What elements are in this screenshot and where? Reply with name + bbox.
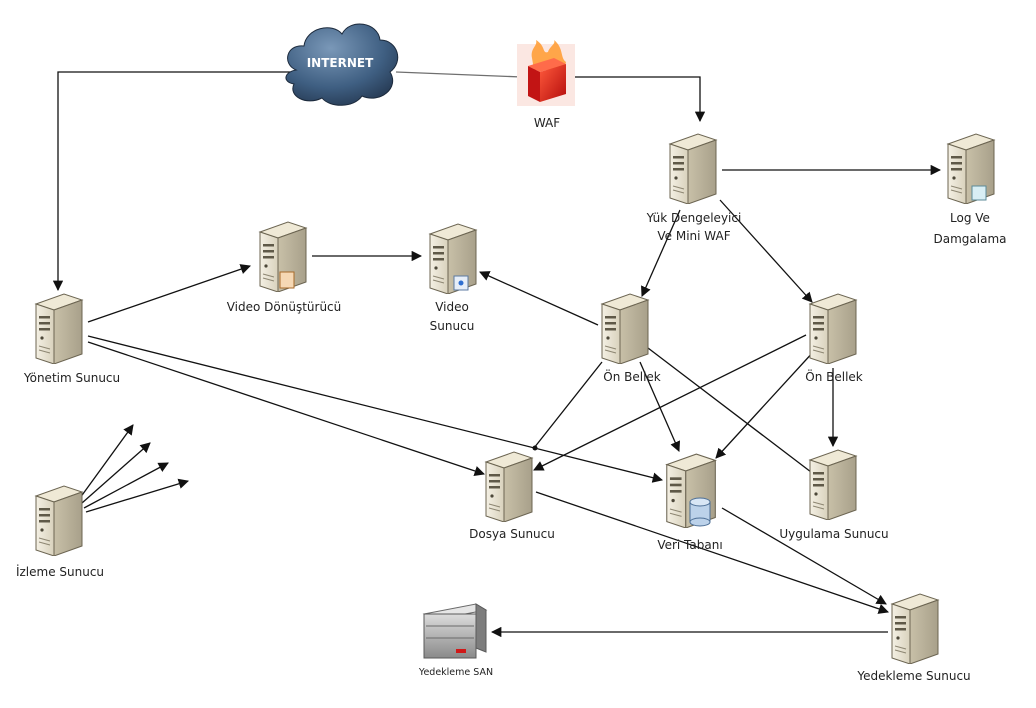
server-icon (809, 449, 857, 520)
database-label: Veri Tabanı (657, 538, 722, 552)
management-label: Yönetim Sunucu (23, 371, 120, 385)
node-management: Yönetim Sunucu (23, 293, 120, 385)
waf-label: WAF (534, 116, 560, 130)
server-icon (35, 485, 83, 556)
node-backup-server: Yedekleme Sunucu (856, 593, 971, 683)
edge-internet-waf (395, 71, 523, 78)
node-video-server: Video Sunucu (429, 223, 477, 333)
firewall-icon (517, 40, 575, 106)
backup-san-label: Yedekleme SAN (418, 667, 493, 678)
edge-load-balancer-cache1 (641, 209, 681, 297)
load-balancer-label-line1: Yük Dengeleyici (646, 211, 742, 225)
edge-management-video-converter (87, 264, 251, 323)
video-server-label-line1: Video (435, 300, 469, 314)
node-waf: WAF (517, 40, 575, 130)
node-database: Veri Tabanı (657, 453, 723, 552)
server-icon (947, 133, 995, 204)
edge-management-database (87, 335, 664, 483)
san-storage-icon (422, 603, 488, 659)
video-server-label-line2: Sunucu (430, 319, 475, 333)
node-load-balancer: Yük Dengeleyici Ve Mini WAF (646, 133, 742, 243)
node-app-server: Uygulama Sunucu (779, 449, 889, 541)
edge-cache1-database (639, 361, 681, 452)
edge-monitoring-target-4 (85, 478, 189, 513)
edge-file-server-backup-server (535, 491, 889, 614)
edge-internet-management (52, 71, 290, 292)
edge-monitoring-target-2 (81, 442, 151, 504)
server-icon (429, 223, 477, 294)
edge-cache2-file-server (533, 334, 807, 471)
edge-management-file-server (87, 341, 485, 476)
node-file-server: Dosya Sunucu (469, 451, 555, 541)
log-label-line1: Log Ve (950, 211, 990, 225)
server-icon (601, 293, 649, 364)
log-label-line2: Damgalama (934, 232, 1007, 246)
cache1-label: Ön Bellek (603, 368, 661, 384)
file-server-label: Dosya Sunucu (469, 527, 555, 541)
database-cylinder-icon (689, 497, 711, 527)
edge-cache1-video-server (479, 271, 599, 326)
node-video-converter: Video Dönüştürücü (227, 221, 342, 314)
server-icon (35, 293, 83, 364)
cache2-label: Ön Bellek (805, 368, 863, 384)
edge-cache1-app-server (647, 347, 833, 489)
server-icon (809, 293, 857, 364)
backup-server-label: Yedekleme Sunucu (856, 669, 970, 683)
log-badge (971, 185, 987, 201)
node-cache2: Ön Bellek (805, 293, 863, 384)
edge-load-balancer-cache2 (719, 199, 813, 303)
edge-waf-load-balancer (575, 76, 706, 123)
edges (52, 71, 942, 638)
monitoring-label: İzleme Sunucu (16, 564, 104, 579)
edge-monitoring-target-3 (83, 462, 169, 509)
node-monitoring: İzleme Sunucu (16, 485, 104, 579)
server-icon (891, 593, 939, 664)
server-icon (485, 451, 533, 522)
edge-monitoring-target-1 (79, 424, 134, 499)
app-server-label: Uygulama Sunucu (779, 527, 888, 541)
internet-label: INTERNET (307, 56, 374, 70)
node-internet: INTERNET (285, 23, 399, 106)
edge-cache1-file-server (533, 361, 603, 449)
load-balancer-label-line2: Ve Mini WAF (657, 229, 730, 243)
node-cache1: Ön Bellek (601, 293, 661, 384)
cloud-icon (285, 23, 399, 106)
video-converter-badge (279, 271, 295, 289)
server-icon (669, 133, 717, 204)
edge-junction-dot (532, 445, 538, 451)
node-backup-san: Yedekleme SAN (418, 603, 493, 678)
node-log: Log Ve Damgalama (934, 133, 1007, 246)
video-converter-label: Video Dönüştürücü (227, 300, 342, 314)
edge-database-backup-server (721, 507, 887, 605)
edge-cache2-database (715, 349, 816, 459)
